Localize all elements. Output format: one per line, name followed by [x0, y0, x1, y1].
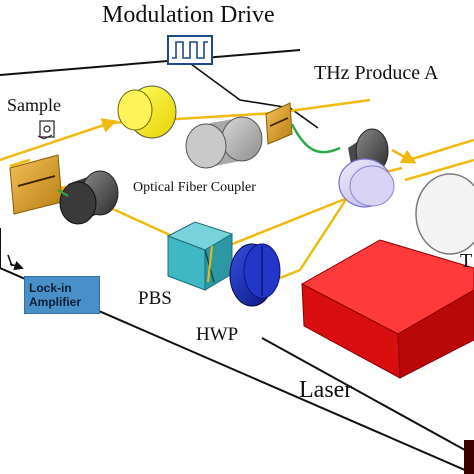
- thz-detector-antenna: [9, 154, 63, 215]
- edge-t-label: T: [460, 250, 473, 272]
- optical-fiber-coupler-label: Optical Fiber Coupler: [133, 180, 256, 195]
- sample-mount: [37, 120, 55, 140]
- fiber-coupler-lens-top: [185, 116, 263, 169]
- laser-label: Laser: [299, 377, 353, 403]
- fiber-coupler-left: [57, 170, 119, 225]
- pbs-cube: [166, 221, 234, 291]
- thz-lens: [117, 85, 177, 139]
- optical-fiber: [290, 123, 341, 154]
- pbs-label: PBS: [138, 288, 172, 309]
- optical-table: [0, 49, 474, 474]
- modulation-drive-box: [167, 35, 213, 65]
- right-mirror: [338, 158, 395, 208]
- sample-label: Sample: [7, 95, 61, 115]
- modulation-drive-label: Modulation Drive: [102, 2, 275, 28]
- table-corner: [464, 440, 474, 474]
- lock-in-label: Lock-in: [29, 281, 72, 295]
- laser-box: [300, 239, 474, 379]
- lock-in-amplifier-box: Lock-in Amplifier: [24, 276, 100, 314]
- far-right-mirror: [415, 173, 474, 255]
- amplifier-label: Amplifier: [29, 295, 82, 309]
- thz-produce-label: THz Produce A: [314, 62, 439, 84]
- hwp-label: HWP: [196, 324, 239, 345]
- hwp-disk: [229, 243, 281, 307]
- signal-wires: [7, 63, 319, 271]
- thz-emitter-antenna: [265, 102, 293, 145]
